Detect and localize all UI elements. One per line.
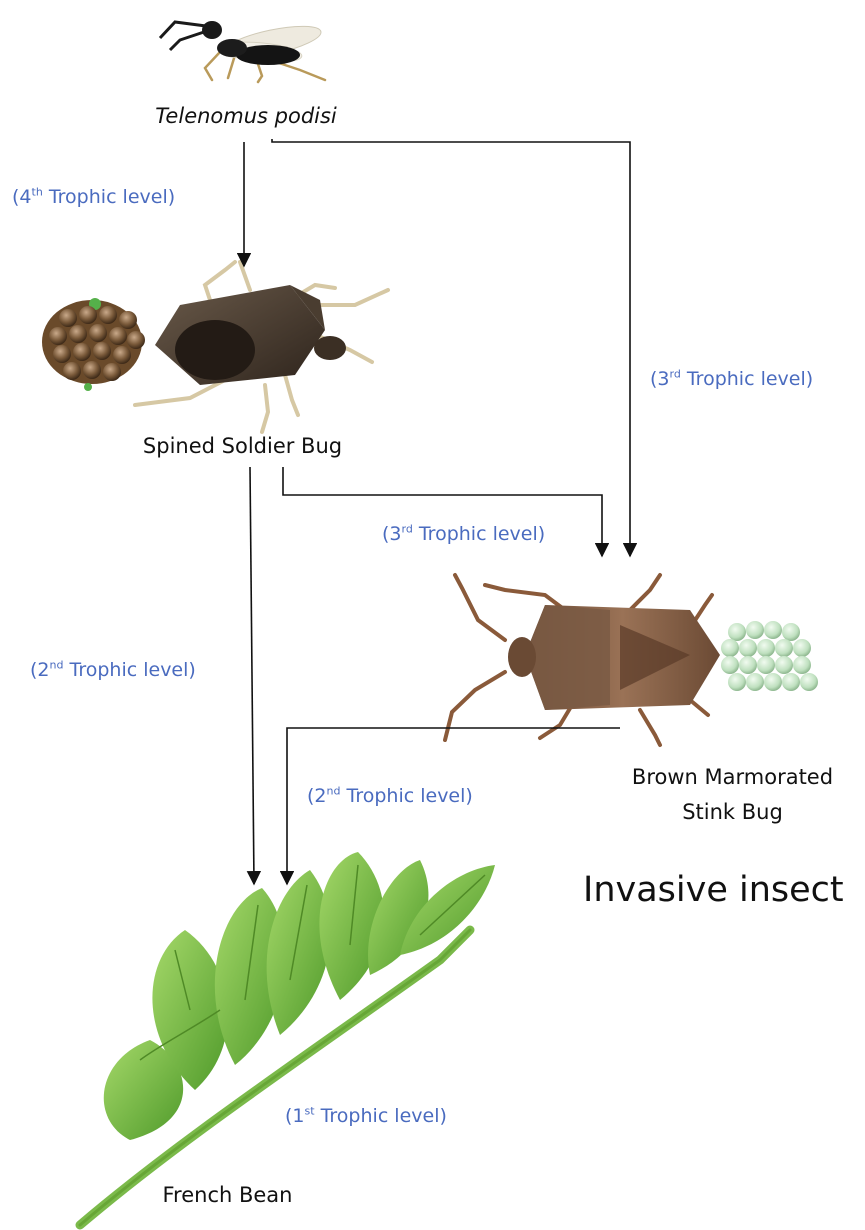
predator-name: Spined Soldier Bug: [105, 434, 380, 458]
level-label-first: (1st Trophic level): [285, 1105, 447, 1127]
level-label-third-mid: (3rd Trophic level): [382, 523, 545, 545]
plant-name: French Bean: [130, 1183, 325, 1207]
predator-egg-mass: [42, 298, 145, 391]
level-label-second-mid: (2nd Trophic level): [307, 785, 473, 807]
wasp-illustration: [160, 20, 325, 82]
french-bean-illustration: [80, 852, 495, 1225]
trophic-arrows: [244, 139, 630, 884]
level-label-fourth: (4th Trophic level): [12, 186, 175, 208]
pest-egg-mass: [721, 621, 818, 691]
bean-leaves: [104, 852, 495, 1140]
arrow-predator-to-plant: [250, 467, 254, 884]
level-label-third-right: (3rd Trophic level): [650, 368, 813, 390]
pest-name-line2: Stink Bug: [600, 800, 865, 824]
level-label-second-left: (2nd Trophic level): [30, 659, 196, 681]
spined-soldier-bug-illustration: [42, 262, 388, 432]
invasive-insect-tag: Invasive insect: [583, 870, 844, 910]
parasitoid-name: Telenomus podisi: [130, 104, 362, 128]
brown-marmorated-stink-bug-illustration: [445, 575, 818, 745]
pest-name-line1: Brown Marmorated: [600, 765, 865, 789]
